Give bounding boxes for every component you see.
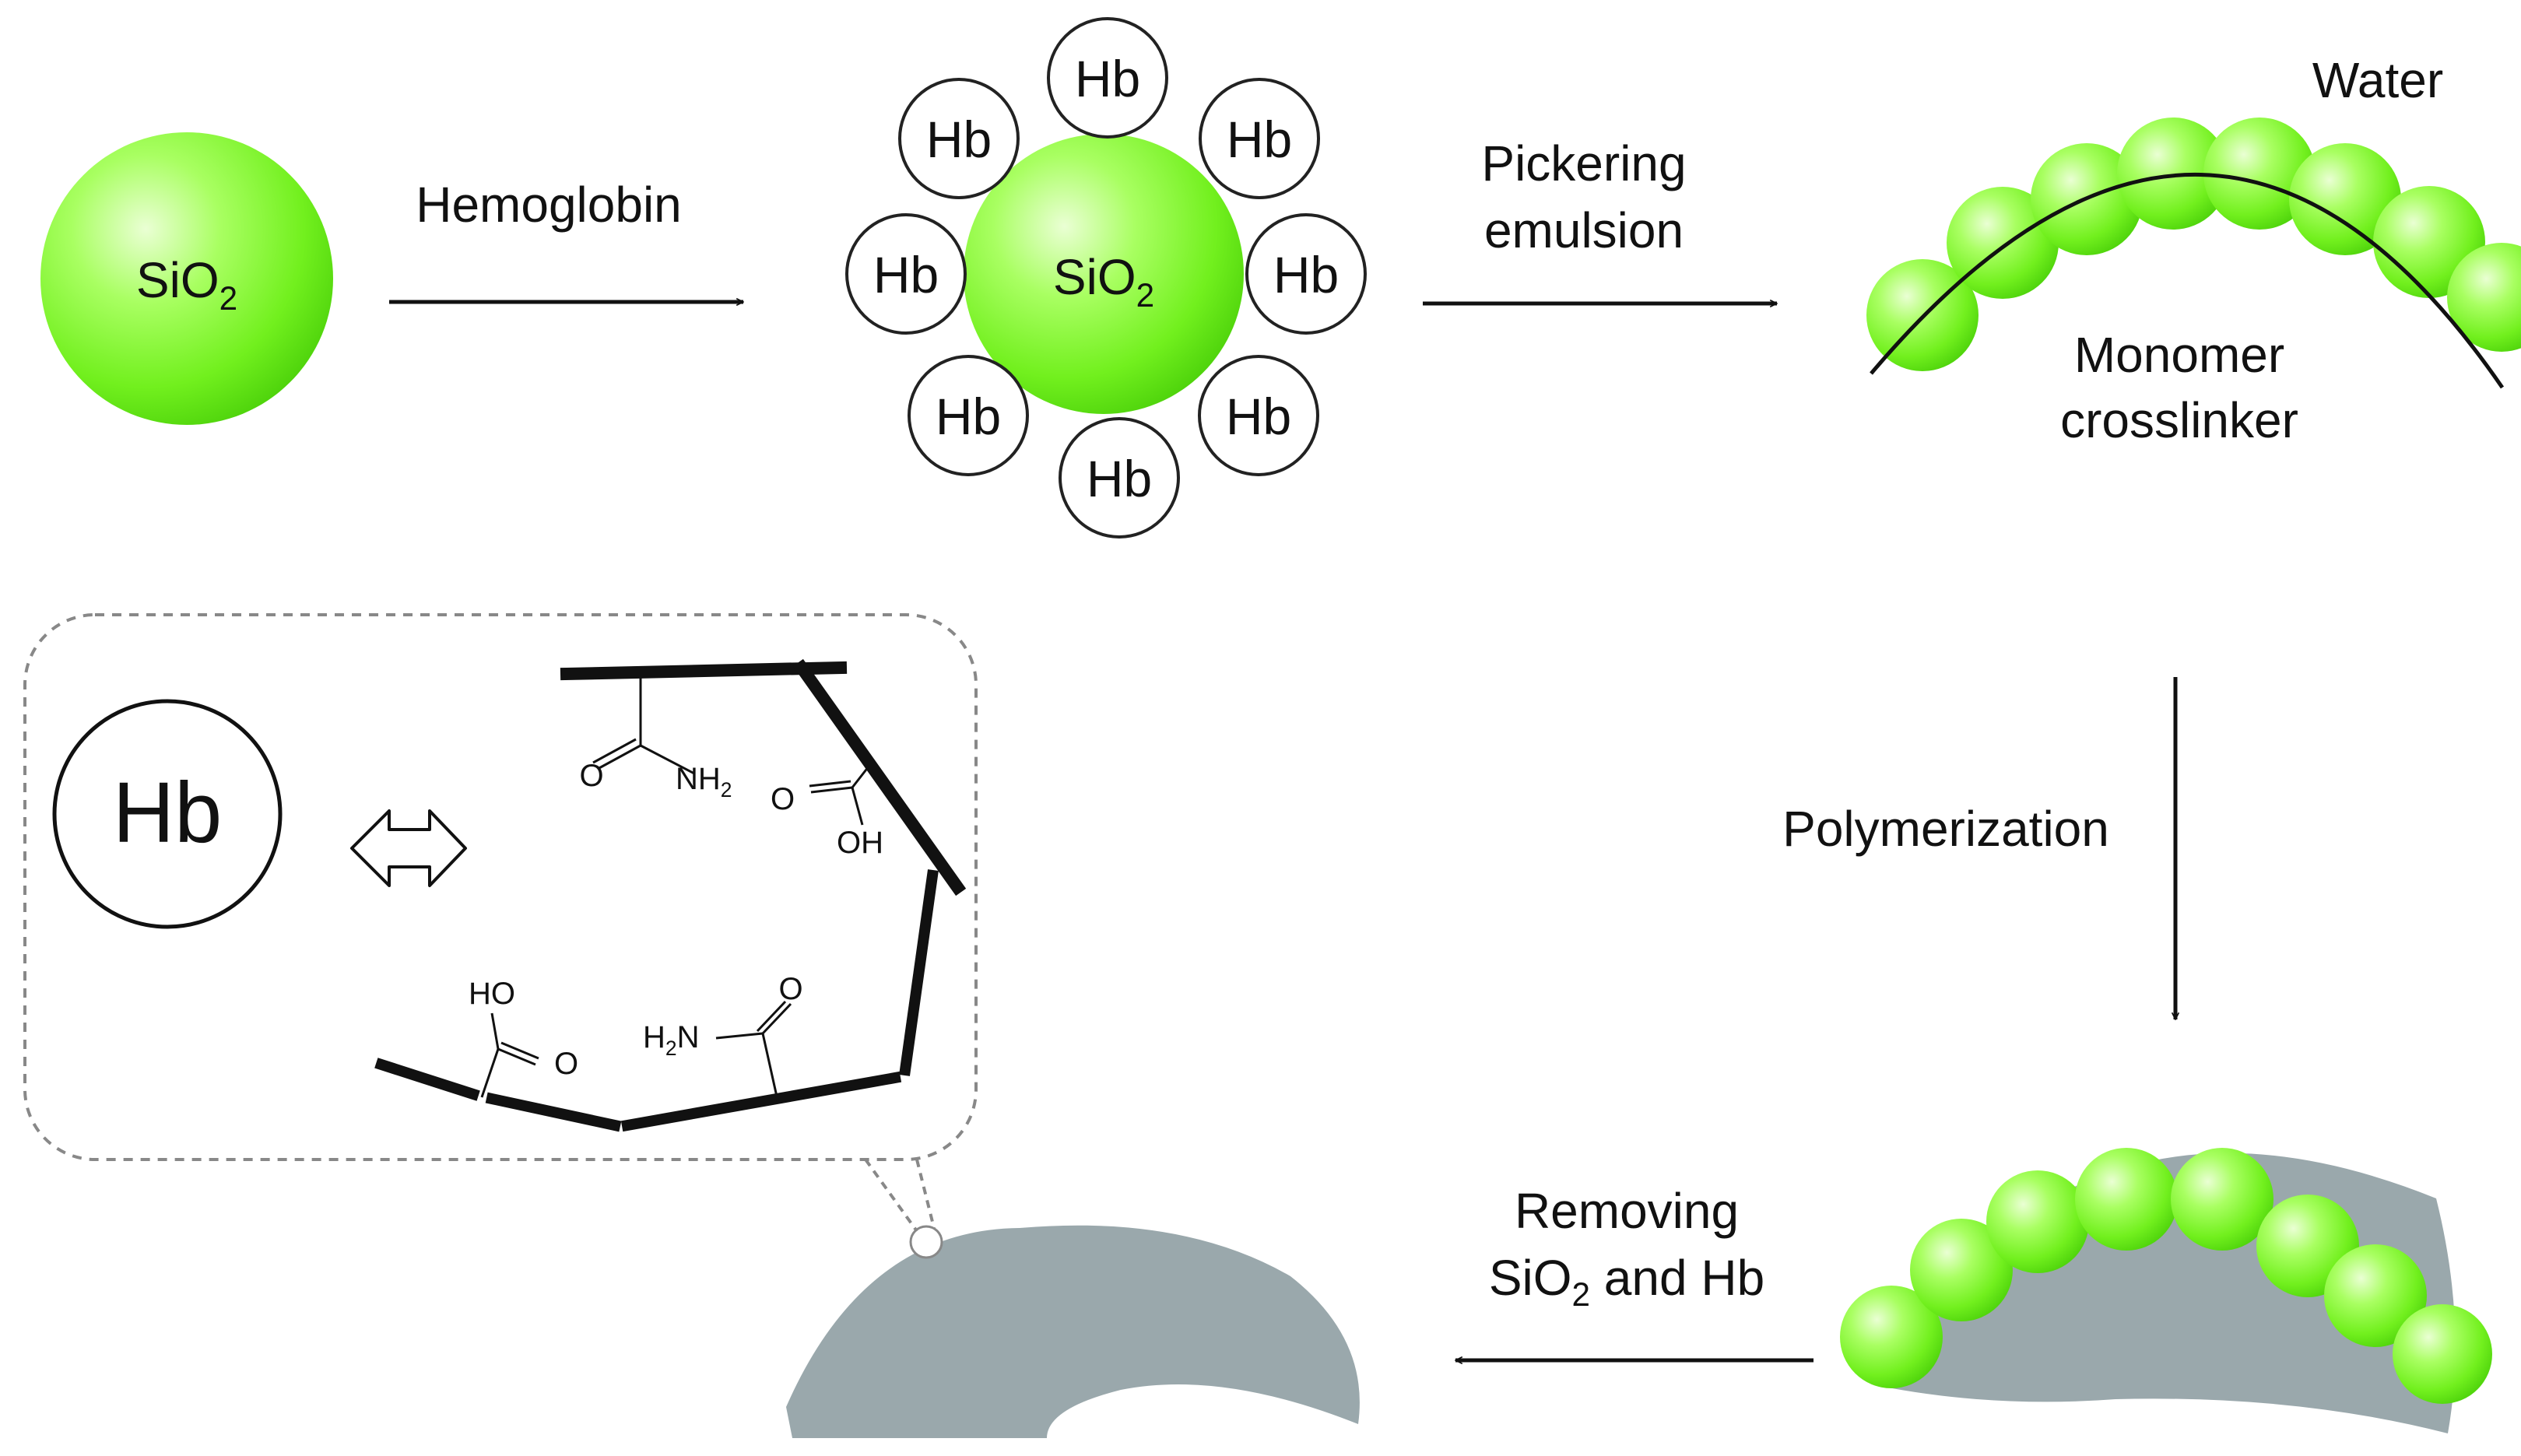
hemoglobin-label: Hemoglobin: [416, 177, 682, 233]
svg-text:Hb: Hb: [926, 111, 992, 168]
svg-text:NH2: NH2: [676, 762, 732, 802]
carboxyl-group: O OH: [771, 759, 883, 860]
hb-molecule: Hb: [1245, 213, 1367, 335]
arrow-removing-template: Removing SiO2 and Hb: [1455, 1183, 1814, 1360]
monomer-label-line2: crosslinker: [2060, 392, 2298, 448]
svg-text:OH: OH: [837, 826, 883, 860]
removing-label-line1: Removing: [1515, 1183, 1739, 1239]
hb-molecule: Hb: [1047, 17, 1168, 139]
sio2-label: SiO2: [1053, 249, 1154, 314]
svg-text:O: O: [778, 972, 802, 1006]
svg-text:O: O: [771, 782, 795, 816]
svg-text:O: O: [554, 1047, 578, 1081]
svg-text:Hb: Hb: [113, 765, 223, 861]
svg-text:Hb: Hb: [1087, 450, 1152, 507]
hb-molecule: Hb: [1199, 78, 1320, 199]
silica-hb-complex: SiO2 Hb Hb Hb Hb Hb Hb Hb Hb: [845, 17, 1367, 539]
water-label: Water: [2312, 52, 2443, 108]
svg-text:Hb: Hb: [1226, 388, 1291, 445]
hb-molecule: Hb: [908, 355, 1029, 476]
svg-text:Hb: Hb: [1227, 111, 1292, 168]
arrow-pickering-emulsion: Pickering emulsion: [1423, 135, 1777, 303]
pickering-label-line2: emulsion: [1484, 202, 1684, 258]
pickering-emulsion-interface: Water Monomer crosslinker: [1866, 52, 2521, 448]
svg-text:Hb: Hb: [873, 246, 939, 303]
svg-text:Hb: Hb: [1273, 246, 1339, 303]
hb-molecule: Hb: [1059, 417, 1180, 539]
double-arrow-icon: [350, 809, 467, 887]
binding-site-marker: [909, 1225, 943, 1259]
hb-molecule: Hb: [1198, 355, 1319, 476]
arrow-hemoglobin: Hemoglobin: [389, 177, 743, 302]
sio2-label: SiO2: [136, 252, 237, 317]
svg-text:HO: HO: [469, 977, 515, 1011]
arrow-polymerization: Polymerization: [1782, 677, 2175, 1019]
removing-label-line2: SiO2 and Hb: [1489, 1250, 1764, 1313]
monomer-label-line1: Monomer: [2074, 327, 2284, 383]
svg-text:H2N: H2N: [643, 1020, 699, 1060]
polymer-backbone: [374, 658, 967, 1132]
oil-water-interface-line: [1870, 172, 2505, 389]
svg-text:Hb: Hb: [1075, 50, 1140, 107]
callout-box: [23, 613, 978, 1161]
imprinted-polymer-cap: [786, 1225, 1360, 1438]
silica-sphere-bare: SiO2: [40, 132, 333, 425]
svg-text:O: O: [579, 759, 603, 793]
amide-group: O H2N: [643, 972, 803, 1104]
hb-molecule: Hb: [845, 213, 967, 335]
binding-site-callout: Hb O NH2 O OH: [23, 613, 978, 1233]
carboxyl-group: HO O: [469, 977, 578, 1098]
pickering-label-line1: Pickering: [1481, 135, 1686, 191]
svg-text:Hb: Hb: [936, 388, 1001, 445]
polymerized-imprinted-shell: [1840, 1148, 2492, 1433]
amide-group: O NH2: [579, 674, 732, 802]
hb-molecule-large: Hb: [52, 699, 283, 929]
polymerization-label: Polymerization: [1782, 801, 2109, 857]
hb-molecule: Hb: [898, 78, 1020, 199]
